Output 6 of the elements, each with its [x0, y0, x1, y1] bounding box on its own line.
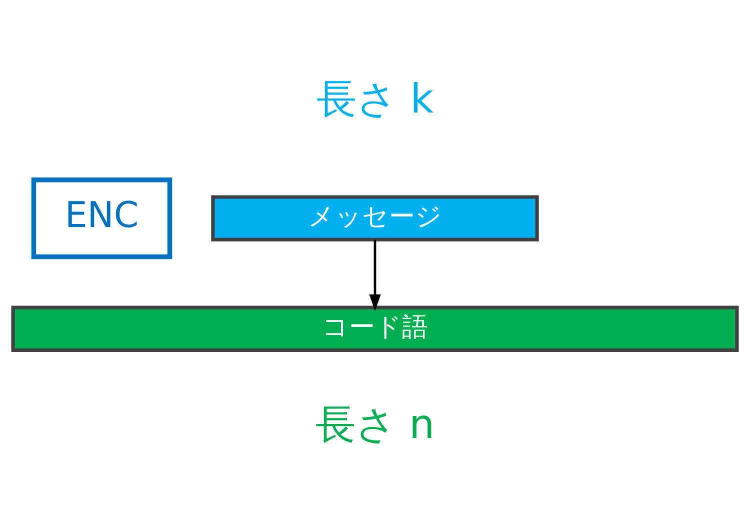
node-box: コード語	[11, 305, 739, 352]
node-box: メッセージ	[211, 194, 539, 241]
node-box: ENC	[31, 176, 172, 259]
label: 長さ k	[316, 76, 434, 122]
arrow	[369, 239, 381, 310]
label: 長さ n	[315, 401, 435, 448]
